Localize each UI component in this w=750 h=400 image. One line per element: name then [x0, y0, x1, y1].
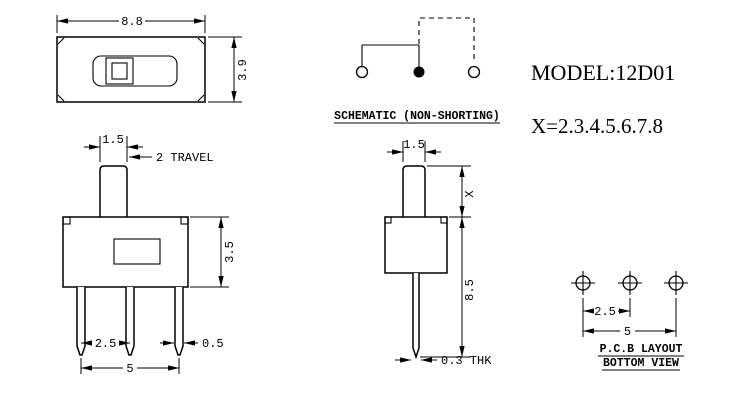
side-view: 1.5 X 8.5 0.3 THK [384, 138, 492, 368]
switch-body-side [384, 216, 448, 274]
slider-knob-inner [111, 62, 128, 80]
pcb-hole-1 [571, 271, 595, 295]
title-block: MODEL:12D01 X=2.3.4.5.6.7.8 [531, 60, 675, 138]
dim-front-travel: 2 TRAVEL [156, 151, 214, 165]
pin-3-front [174, 287, 184, 356]
schematic-caption: SCHEMATIC (NON-SHORTING) [334, 110, 500, 123]
body-ear-right [180, 216, 189, 225]
top-view: 8.8 3.9 [56, 15, 250, 103]
pcb-hole-3 [664, 271, 688, 295]
actuator-front [99, 165, 128, 217]
dim-top-width: 8.8 [121, 15, 143, 29]
schematic: SCHEMATIC (NON-SHORTING) [334, 17, 500, 124]
body-ear-left [62, 216, 71, 225]
pin-side [412, 273, 420, 360]
dim-side-actuator-height: X [463, 190, 477, 197]
pcb-caption-line2: BOTTOM VIEW [603, 357, 679, 370]
dim-front-pin-width: 0.5 [202, 337, 224, 351]
terminal-3-circle [467, 65, 481, 79]
schematic-alternate-position-wire [418, 17, 475, 62]
pcb-hole-2 [618, 271, 642, 295]
dim-side-pin-thickness: 0.3 THK [441, 354, 492, 368]
model-label: MODEL:12D01 [531, 60, 675, 85]
slider-slot [92, 55, 178, 87]
dim-front-knob-width: 1.5 [102, 133, 124, 147]
corner-chamfer-mark [57, 37, 65, 45]
top-view-body-outline [56, 36, 206, 103]
slider-knob-top [105, 57, 134, 85]
pcb-caption-line1: P.C.B LAYOUT [600, 343, 683, 356]
dim-pcb-pitch: 2.5 [594, 305, 616, 319]
body-ear-right [440, 216, 448, 224]
dim-top-height: 3.9 [236, 59, 250, 81]
dim-front-pin-pitch: 2.5 [95, 337, 117, 351]
pin-1-front [76, 287, 86, 356]
pcb-layout: 2.5 5 P.C.B LAYOUT BOTTOM VIEW [571, 271, 688, 371]
dim-pcb-span: 5 [624, 325, 631, 339]
corner-chamfer-mark [197, 94, 205, 102]
terminal-common-dot [413, 66, 425, 78]
body-inner-detail [113, 238, 161, 265]
dim-side-total-height: 8.5 [463, 279, 477, 301]
corner-chamfer-mark [197, 37, 205, 45]
switch-body-front [62, 216, 189, 288]
dim-side-knob-width: 1.5 [403, 138, 425, 152]
pin-2-front [125, 287, 135, 356]
dim-front-pin-span: 5 [126, 362, 133, 376]
corner-chamfer-mark [57, 94, 65, 102]
x-range-label: X=2.3.4.5.6.7.8 [531, 114, 663, 138]
terminal-1-circle [355, 65, 369, 79]
dim-front-body-height: 3.5 [223, 241, 237, 263]
body-ear-left [384, 216, 392, 224]
actuator-side [402, 165, 426, 217]
front-view: 1.5 2 TRAVEL 3.5 2.5 0.5 5 [62, 133, 237, 376]
